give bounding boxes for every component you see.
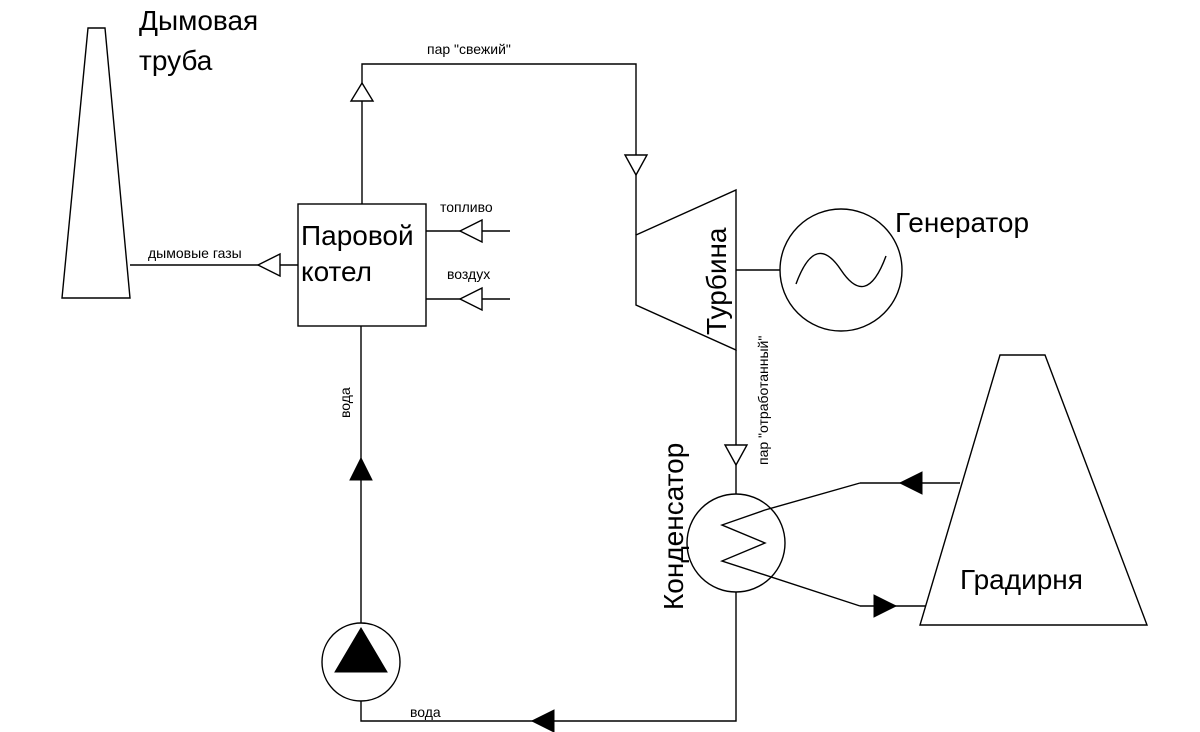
cooling-tower-label: Градирня [960,564,1083,595]
steam-boiler [297,203,427,327]
pump-icon [334,627,388,673]
cooling-supply-arrow-icon [873,594,898,618]
water-return-line [360,592,737,722]
exhaust-steam-arrow-icon [723,444,749,467]
generator-label: Генератор [895,207,1029,238]
fresh-steam-down-arrow-icon [623,154,649,177]
flue-gas-label: дымовые газы [148,245,242,261]
water-return-arrow-icon [530,709,555,732]
fresh-steam-up-arrow-icon [349,81,375,102]
boiler-label-line1: Паровой [301,220,414,251]
sine-wave-icon [795,252,887,288]
flue-gas-arrow-icon [256,252,281,278]
condenser-label: Конденсатор [658,443,689,610]
boiler-label-line2: котел [301,256,372,287]
fuel-arrow-icon [458,218,483,244]
water-vertical-label: вода [337,387,353,418]
fresh-steam-label: пар "свежий" [427,41,511,57]
exhaust-steam-label: пар "отработанный" [755,336,771,465]
chimney [61,27,131,299]
cooling-tower [919,354,1149,626]
air-arrow-icon [458,286,483,312]
zigzag-coil-icon [719,482,861,607]
cooling-return-arrow-icon [898,471,923,495]
fresh-steam-line [361,63,637,235]
chimney-label-line2: труба [139,45,213,76]
fuel-label: топливо [440,199,493,215]
water-bottom-label: вода [410,704,441,720]
air-label: воздух [447,266,490,282]
water-feed-arrow-icon [349,456,373,481]
turbine-label: Турбина [701,227,732,335]
chimney-label-line1: Дымовая [139,5,258,36]
